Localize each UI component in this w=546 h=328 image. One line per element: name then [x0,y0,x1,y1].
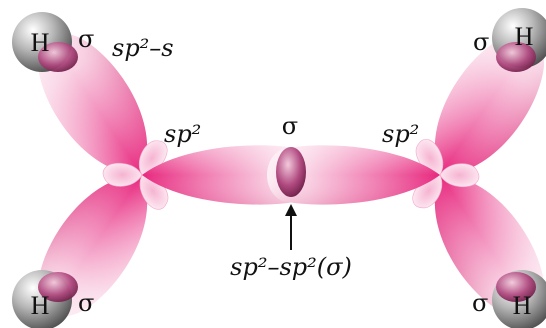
hydrogen-bottom-right: H [492,270,546,328]
hydrogen-top-right: H [492,8,546,72]
sigma-label-top-right: σ [473,28,489,56]
sp2-s-label: sp²–s [112,34,174,62]
h-overlap [496,272,536,302]
sigma-label-top-left: σ [78,25,94,53]
sp2-label-left: sp² [164,120,201,148]
sigma-label-center: σ [282,112,298,140]
h-atom-label: H [513,291,532,320]
sigma-label-bottom-right: σ [472,289,488,317]
hydrogen-top-left: H [12,12,78,72]
h-overlap [38,272,78,302]
hydrogen-bottom-left: H [12,270,78,328]
h-atom-label: H [31,28,50,57]
sp2-label-right: sp² [382,120,419,148]
sp2-sp2-sigma-label: sp²–sp²(σ) [230,253,352,281]
h-atom-label: H [31,291,50,320]
h-overlap [38,42,78,72]
cc-overlap-region [276,147,306,197]
sigma-label-bottom-left: σ [78,289,94,317]
h-overlap [496,42,536,72]
cc-sigma-lobes [142,145,440,205]
cc-right-lobe [267,145,440,205]
overlap-arrow [285,204,297,250]
h-atom-label: H [515,22,534,51]
